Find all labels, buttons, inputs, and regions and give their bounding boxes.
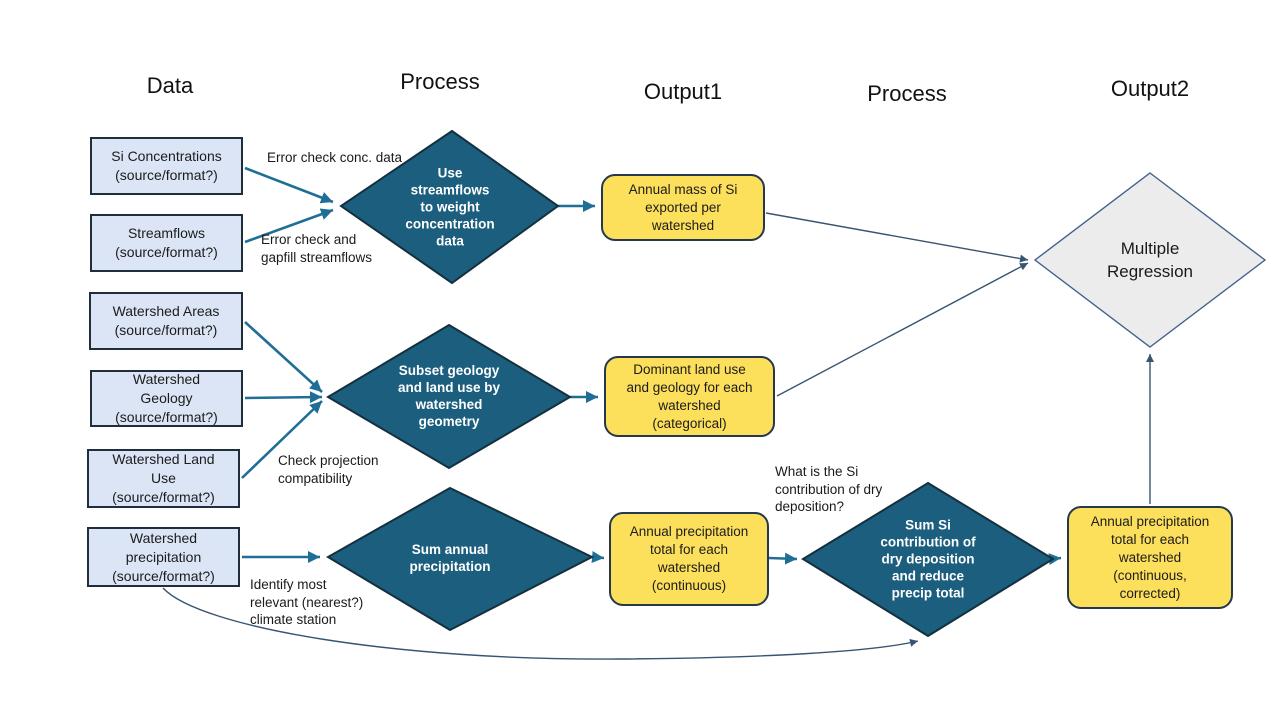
process-label-subset-geology-landuse: Subset geology and land use by watershed… [397, 363, 501, 429]
data-node-watershed-geology: Watershed Geology (source/format?) [90, 370, 243, 427]
arrow-landuse-to-subset [241, 400, 323, 479]
arrow-geology-to-subset [244, 391, 323, 404]
data-node-si-concentrations: Si Concentrations (source/format?) [90, 137, 243, 195]
output-node-annual-si-mass: Annual mass of Si exported per watershed [601, 174, 765, 241]
process-node-weight-concentration [339, 129, 560, 285]
header-output1: Output1 [643, 79, 723, 104]
data-node-watershed-areas: Watershed Areas (source/format?) [89, 292, 243, 350]
edge-label-si-dry-deposition-question: What is the Si contribution of dry depos… [775, 464, 883, 514]
data-node-watershed-land-use: Watershed Land Use (source/format?) [87, 449, 240, 508]
output-node-dominant-landuse-geology: Dominant land use and geology for each w… [604, 356, 775, 437]
data-node-streamflows: Streamflows (source/format?) [90, 214, 243, 272]
header-process-1: Process [400, 69, 480, 94]
edge-label-error-check-gapfill: Error check and gapfill streamflows [261, 232, 373, 265]
arrow-areas-to-subset [244, 321, 323, 393]
arrow-precip-total-to-dry-deposition [768, 552, 798, 565]
process-label-dry-deposition: Sum Si contribution of dry deposition an… [880, 517, 976, 601]
header-process-2: Process [867, 81, 947, 106]
edge-label-identify-climate-station: Identify most relevant (nearest?) climat… [250, 577, 364, 627]
process-node-sum-annual-precipitation [326, 486, 595, 632]
header-output2: Output2 [1110, 76, 1190, 101]
data-node-watershed-precipitation: Watershed precipitation (source/format?) [87, 527, 240, 587]
output-node-annual-precip-corrected: Annual precipitation total for each wate… [1067, 506, 1233, 609]
process-node-subset-geology-landuse [326, 323, 572, 470]
arrow-si-conc-to-weighting [244, 166, 334, 204]
arrow-streamflows-to-weighting [244, 208, 334, 244]
process-label-weight-concentration: Use streamflows to weight concentration … [405, 165, 495, 249]
final-label-multiple-regression: Multiple Regression [1107, 239, 1193, 281]
edge-landuse-geology-to-regression [776, 262, 1029, 397]
edge-label-check-projection: Check projection compatibility [278, 453, 379, 486]
final-node-multiple-regression [1033, 172, 1267, 348]
output-node-annual-precip-total: Annual precipitation total for each wate… [609, 512, 769, 606]
header-data: Data [146, 73, 194, 98]
process-node-dry-deposition [801, 481, 1055, 638]
process-label-sum-annual-precipitation: Sum annual precipitation [409, 542, 491, 574]
edge-precip-data-to-dry-deposition-curve [162, 587, 919, 660]
arrow-sum-to-precip-total [591, 551, 605, 563]
edge-si-mass-to-regression [765, 212, 1029, 263]
edge-label-error-check-conc: Error check conc. data [267, 150, 403, 165]
